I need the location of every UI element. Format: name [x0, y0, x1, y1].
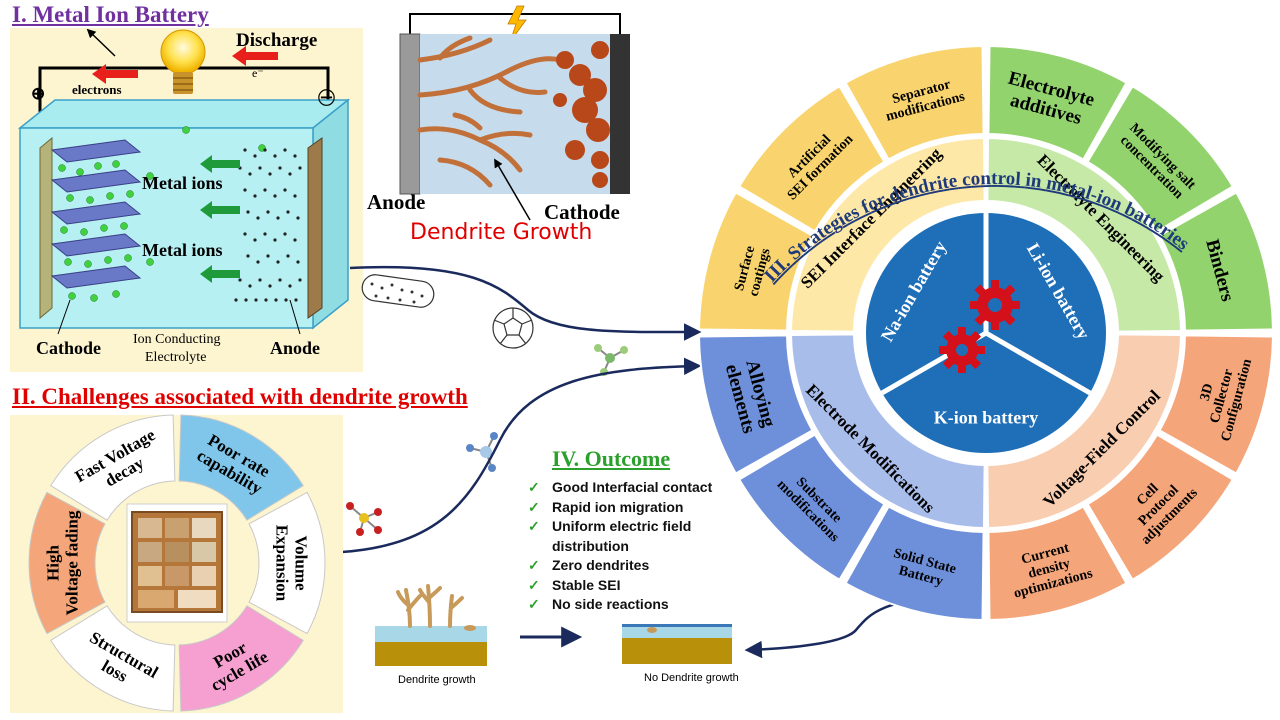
challenge-segment: [50, 605, 176, 712]
connector-battery-to-strategies: [349, 265, 702, 341]
challenge-micrograph-collage: [131, 511, 223, 613]
check-icon: ✓: [528, 498, 540, 515]
carbon-nanotube-icon: [361, 274, 435, 308]
challenge-segment: [178, 414, 304, 521]
gear-icon: [939, 280, 1020, 373]
molecule-icon-2: [466, 432, 498, 472]
outcome-item: ✓Uniform electric field: [528, 517, 712, 537]
no-dendrite-growth-label: No Dendrite growth: [644, 672, 739, 684]
check-icon: ✓: [528, 518, 540, 534]
negative-terminal: ㊀: [318, 89, 335, 108]
discharge-arrow-icon: [232, 46, 278, 66]
check-icon: ✓: [528, 576, 540, 593]
challenge-label: HighVoltage fading: [44, 510, 82, 615]
cathode-leader: [57, 299, 71, 335]
anode-particles: [234, 148, 302, 302]
dendrite-cathode-label: Cathode: [544, 200, 620, 224]
outcome-item-continuation: distribution: [552, 537, 629, 554]
dendrite-comparison: [375, 584, 732, 666]
strategy-segment: [1158, 191, 1274, 332]
strategy-segment: [987, 45, 1128, 161]
section-4-title: IV. Outcome: [552, 446, 671, 471]
challenge-segment: [178, 605, 304, 712]
outcome-item: ✓Good Interfacial contact: [528, 478, 712, 498]
cathode-layers: [50, 139, 142, 289]
electrons-label: electrons: [72, 82, 122, 97]
dendrite-growth-label: Dendrite growth: [398, 674, 476, 686]
outcome-item: ✓Stable SEI: [528, 576, 712, 596]
strategy-segment: [1086, 84, 1235, 233]
electron-arrow-icon: [92, 64, 138, 84]
outcome-item: ✓Zero dendrites: [528, 556, 712, 576]
cathode-label: Cathode: [36, 338, 102, 358]
strategy-segment: [1158, 334, 1274, 475]
outcome-item: ✓Rapid ion migration: [528, 498, 712, 518]
strategy-segment: [737, 433, 886, 582]
metal-ions-label-2: Metal ions: [142, 240, 223, 260]
outcome-item: ✓No side reactions: [528, 595, 712, 615]
strategy-segment: [737, 84, 886, 233]
electron-symbol: e⁻: [252, 66, 264, 80]
strategy-segment: [698, 334, 814, 475]
electrolyte-label-line1: Ion Conducting: [133, 332, 221, 347]
challenge-segment: [248, 491, 326, 635]
lightning-icon: [507, 5, 527, 43]
anode-label: Anode: [270, 338, 321, 358]
fullerene-icon: [492, 307, 534, 349]
discharge-label: Discharge: [236, 30, 318, 51]
challenge-segment: [28, 491, 106, 635]
check-icon: ✓: [528, 596, 540, 612]
strategy-category-segment: [789, 136, 986, 333]
strategy-segment: [844, 45, 985, 161]
ion-flow-arrows: [200, 155, 240, 283]
check-icon: ✓: [528, 479, 540, 495]
section-2-title: II. Challenges associated with dendrite …: [12, 384, 468, 409]
strategy-segment: [1086, 433, 1235, 582]
dendrite-anode-label: Anode: [367, 190, 426, 214]
strategy-category-segment: [986, 136, 1183, 333]
challenge-label: VolumeExpansion: [273, 525, 311, 602]
strategy-category-segment: [986, 333, 1183, 530]
outcome-list: ✓Good Interfacial contact ✓Rapid ion mig…: [528, 478, 712, 615]
connector-challenges-to-strategies: [341, 357, 702, 554]
cathode-ions: [58, 126, 266, 302]
challenge-segment: [50, 414, 176, 521]
molecule-icon-3: [346, 502, 382, 536]
check-icon: ✓: [528, 557, 540, 573]
strategy-segment: [844, 505, 985, 621]
electrolyte-label-line2: Electrolyte: [145, 350, 207, 365]
section-1-title: I. Metal Ion Battery: [12, 2, 209, 27]
strategy-segment: [698, 191, 814, 332]
strategy-segment: [987, 505, 1128, 621]
dendrite-growth-caption: Dendrite Growth: [410, 220, 593, 245]
metal-ions-label-1: Metal ions: [142, 173, 223, 193]
strategy-category-segment: [789, 333, 986, 530]
positive-terminal: ⊕: [31, 84, 46, 103]
light-bulb-icon: [160, 29, 206, 94]
anode-leader: [289, 299, 301, 335]
battery-type-label: K-ion battery: [934, 407, 1038, 427]
dendrite-growth-panel: [399, 5, 630, 221]
